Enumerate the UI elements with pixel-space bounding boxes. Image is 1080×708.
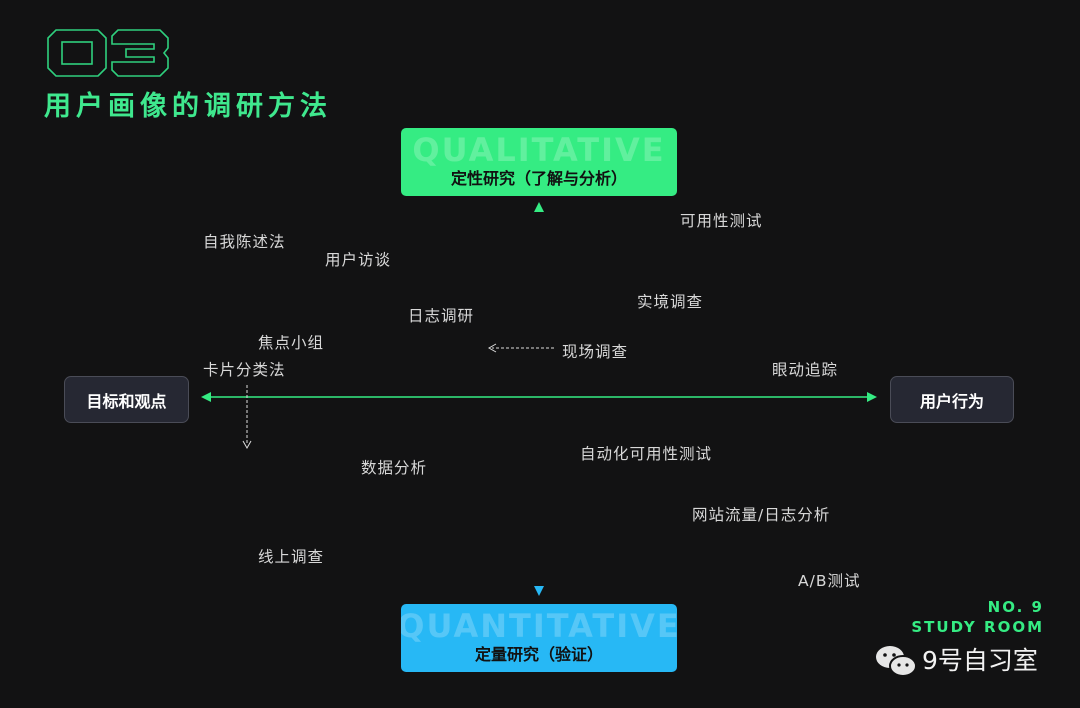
quantitative-watermark: QUANTITATIVE (401, 607, 677, 645)
method-item: 可用性测试 (680, 212, 763, 230)
goals-box: 目标和观点 (64, 376, 189, 423)
quantitative-box: QUANTITATIVE 定量研究（验证） (401, 604, 677, 672)
arrow-up-icon (534, 202, 544, 212)
page-title: 用户画像的调研方法 (44, 91, 332, 122)
method-item: A/B测试 (798, 572, 861, 590)
section-number (47, 29, 169, 77)
brand-line1: NO. 9 (987, 598, 1044, 616)
method-item: 现场调查 (562, 343, 629, 361)
brand-line2: STUDY ROOM (911, 618, 1044, 636)
method-item: 焦点小组 (258, 334, 325, 352)
method-item: 眼动追踪 (772, 361, 839, 379)
qualitative-label: 定性研究（了解与分析） (450, 169, 627, 188)
arrow-down-icon (534, 586, 544, 596)
wechat-icon (876, 646, 917, 677)
method-item: 自动化可用性测试 (580, 445, 713, 463)
quantitative-label: 定量研究（验证） (474, 645, 603, 664)
method-item: 线上调查 (258, 548, 325, 566)
method-item: 数据分析 (361, 459, 428, 477)
qualitative-watermark: QUALITATIVE (412, 131, 666, 169)
account-name: 9号自习室 (922, 646, 1038, 675)
qualitative-box: QUALITATIVE 定性研究（了解与分析） (401, 128, 677, 196)
arrow-right-icon (867, 392, 877, 402)
method-item: 实境调查 (637, 293, 704, 311)
method-item: 卡片分类法 (203, 361, 286, 379)
method-item: 日志调研 (408, 307, 475, 325)
behavior-box: 用户行为 (890, 376, 1014, 423)
arrow-left-icon (201, 392, 211, 402)
method-item: 网站流量/日志分析 (692, 506, 831, 524)
method-item: 自我陈述法 (203, 233, 286, 251)
method-item: 用户访谈 (325, 251, 392, 269)
